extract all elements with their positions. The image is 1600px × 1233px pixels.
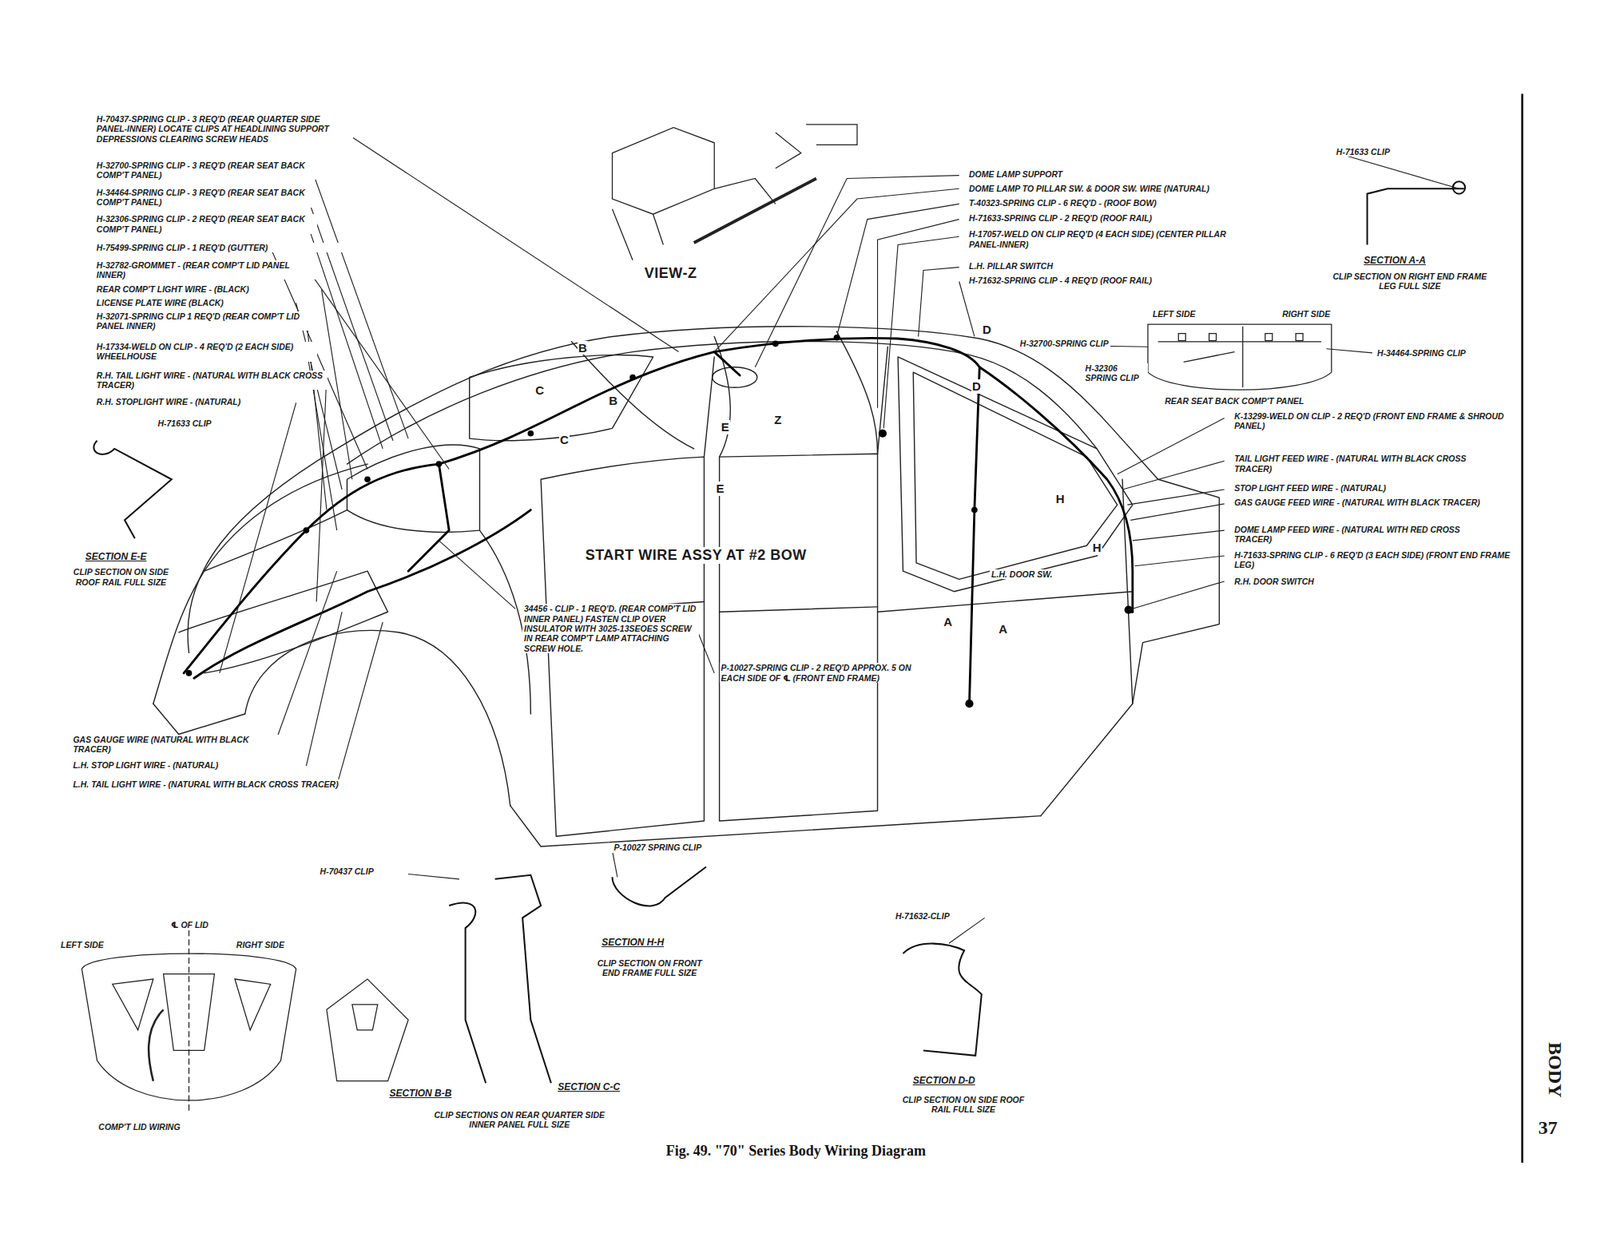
section-letter: E — [714, 481, 725, 497]
part-label: VIEW-Z — [643, 265, 699, 282]
section-letter: C — [559, 432, 570, 448]
section-title: SECTION A-A — [1361, 254, 1428, 267]
part-label: COMP'T LID WIRING — [96, 1122, 182, 1132]
section-letter: D — [971, 379, 982, 394]
part-label: H-17334-WELD ON CLIP - 4 REQ'D (2 EACH S… — [95, 341, 318, 362]
part-label: H-32782-GROMMET - (REAR COMP'T LID PANEL… — [95, 260, 318, 281]
part-label: DOME LAMP SUPPORT — [967, 169, 1065, 179]
part-label: CLIP SECTION ON SIDE ROOF RAIL FULL SIZE — [897, 1095, 1029, 1116]
part-label: H-32071-SPRING CLIP 1 REQ'D (REAR COMP'T… — [95, 311, 318, 332]
part-label: H-32306 SPRING CLIP — [1083, 363, 1149, 384]
part-label: GAS GAUGE WIRE (NATURAL WITH BLACK TRACE… — [71, 734, 278, 755]
part-label: TAIL LIGHT FEED WIRE - (NATURAL WITH BLA… — [1232, 453, 1491, 474]
part-label: CLIP SECTION ON FRONT END FRAME FULL SIZ… — [591, 958, 708, 979]
section-letter: C — [534, 383, 545, 398]
section-title: SECTION D-D — [911, 1075, 977, 1087]
part-label: R.H. DOOR SWITCH — [1232, 576, 1316, 587]
part-label: H-71633 CLIP — [1334, 146, 1392, 157]
page-header: BODY — [1544, 1040, 1567, 1100]
section-title: SECTION E-E — [83, 551, 149, 563]
wire-harness — [183, 337, 1133, 704]
section-title: SECTION B-B — [387, 1087, 453, 1100]
part-label: H-34464-SPRING CLIP — [1375, 348, 1468, 358]
part-label: LEFT SIDE — [59, 940, 106, 950]
section-title: SECTION C-C — [555, 1081, 622, 1093]
part-label: H-32700-SPRING CLIP — [1018, 338, 1111, 349]
part-label: H-70437 CLIP — [318, 866, 376, 877]
part-label: T-40323-SPRING CLIP - 6 REQ'D - (ROOF BO… — [967, 198, 1159, 208]
page-rule — [1520, 93, 1524, 1163]
part-label: R.H. STOPLIGHT WIRE - (NATURAL) — [95, 397, 243, 407]
section-letter: H — [1055, 492, 1066, 507]
part-label: CLIP SECTIONS ON REAR QUARTER SIDE INNER… — [428, 1110, 612, 1131]
section-title: SECTION H-H — [599, 936, 666, 949]
car-body — [153, 326, 1220, 847]
clip-dots — [186, 334, 1133, 708]
part-label: GAS GAUGE FEED WIRE - (NATURAL WITH BLAC… — [1232, 497, 1491, 508]
part-label: H-71633-SPRING CLIP - 6 REQ'D (3 EACH SI… — [1232, 550, 1517, 571]
section-letter: A — [997, 622, 1009, 637]
part-label: CLIP SECTION ON RIGHT END FRAME LEG FULL… — [1326, 271, 1493, 292]
figure-caption: Fig. 49. "70" Series Body Wiring Diagram — [663, 1143, 929, 1160]
part-label: START WIRE ASSY AT #2 BOW — [583, 547, 809, 564]
part-label: RIGHT SIDE — [234, 940, 286, 950]
part-label: P-10027-SPRING CLIP - 2 REQ'D APPROX. 5 … — [719, 663, 927, 683]
page-header: 37 — [1536, 1116, 1560, 1140]
part-label: STOP LIGHT FEED WIRE - (NATURAL) — [1232, 483, 1388, 493]
part-label: RIGHT SIDE — [1280, 309, 1332, 319]
part-label: L.H. TAIL LIGHT WIRE - (NATURAL WITH BLA… — [71, 779, 350, 790]
part-label: H-34464-SPRING CLIP - 3 REQ'D (REAR SEAT… — [95, 187, 318, 208]
part-label: LEFT SIDE — [1151, 309, 1198, 319]
part-label: L.H. DOOR SW. — [989, 569, 1054, 580]
part-label: LICENSE PLATE WIRE (BLACK) — [95, 297, 226, 308]
part-label: R.H. TAIL LIGHT WIRE - (NATURAL WITH BLA… — [95, 370, 328, 391]
part-label: P-10027 SPRING CLIP — [611, 842, 703, 853]
section-letter: B — [607, 393, 619, 409]
section-letter: B — [577, 341, 588, 356]
section-letter: Z — [773, 412, 783, 428]
part-label: H-17057-WELD ON CLIP REQ'D (4 EACH SIDE)… — [967, 229, 1257, 250]
part-label: L.H. STOP LIGHT WIRE - (NATURAL) — [71, 760, 220, 771]
part-label: H-71633 CLIP — [155, 418, 213, 429]
part-label: H-71632-SPRING CLIP - 4 REQ'D (ROOF RAIL… — [967, 275, 1154, 286]
part-label: H-71632-CLIP — [893, 911, 952, 922]
part-label: L.H. PILLAR SWITCH — [967, 261, 1055, 271]
section-letter: H — [1091, 540, 1103, 556]
section-letter: D — [981, 322, 993, 338]
part-label: H-70437-SPRING CLIP - 3 REQ'D (REAR QUAR… — [95, 114, 354, 144]
part-label: REAR SEAT BACK COMP'T PANEL — [1163, 396, 1306, 406]
part-label: REAR COMP'T LIGHT WIRE - (BLACK) — [95, 284, 251, 294]
section-sketches — [93, 181, 1466, 1084]
part-label: ℄ OF LID — [169, 920, 211, 930]
part-label: H-32306-SPRING CLIP - 2 REQ'D (REAR SEAT… — [95, 214, 318, 235]
section-letter: E — [720, 420, 731, 435]
part-label: DOME LAMP TO PILLAR SW. & DOOR SW. WIRE … — [967, 183, 1211, 194]
part-label: H-75499-SPRING CLIP - 1 REQ'D (GUTTER) — [95, 242, 344, 253]
part-label: DOME LAMP FEED WIRE - (NATURAL WITH RED … — [1232, 524, 1491, 545]
part-label: CLIP SECTION ON SIDE ROOF RAIL FULL SIZE — [63, 567, 179, 588]
part-label: K-13299-WELD ON CLIP - 2 REQ'D (FRONT EN… — [1232, 411, 1517, 432]
panel-sketches — [81, 124, 1331, 1112]
section-letter: A — [942, 615, 953, 630]
part-label: H-32700-SPRING CLIP - 3 REQ'D (REAR SEAT… — [95, 160, 318, 181]
part-label: 34456 - CLIP - 1 REQ'D. (REAR COMP'T LID… — [522, 603, 699, 654]
part-label: H-71633-SPRING CLIP - 2 REQ'D (ROOF RAIL… — [967, 213, 1154, 223]
